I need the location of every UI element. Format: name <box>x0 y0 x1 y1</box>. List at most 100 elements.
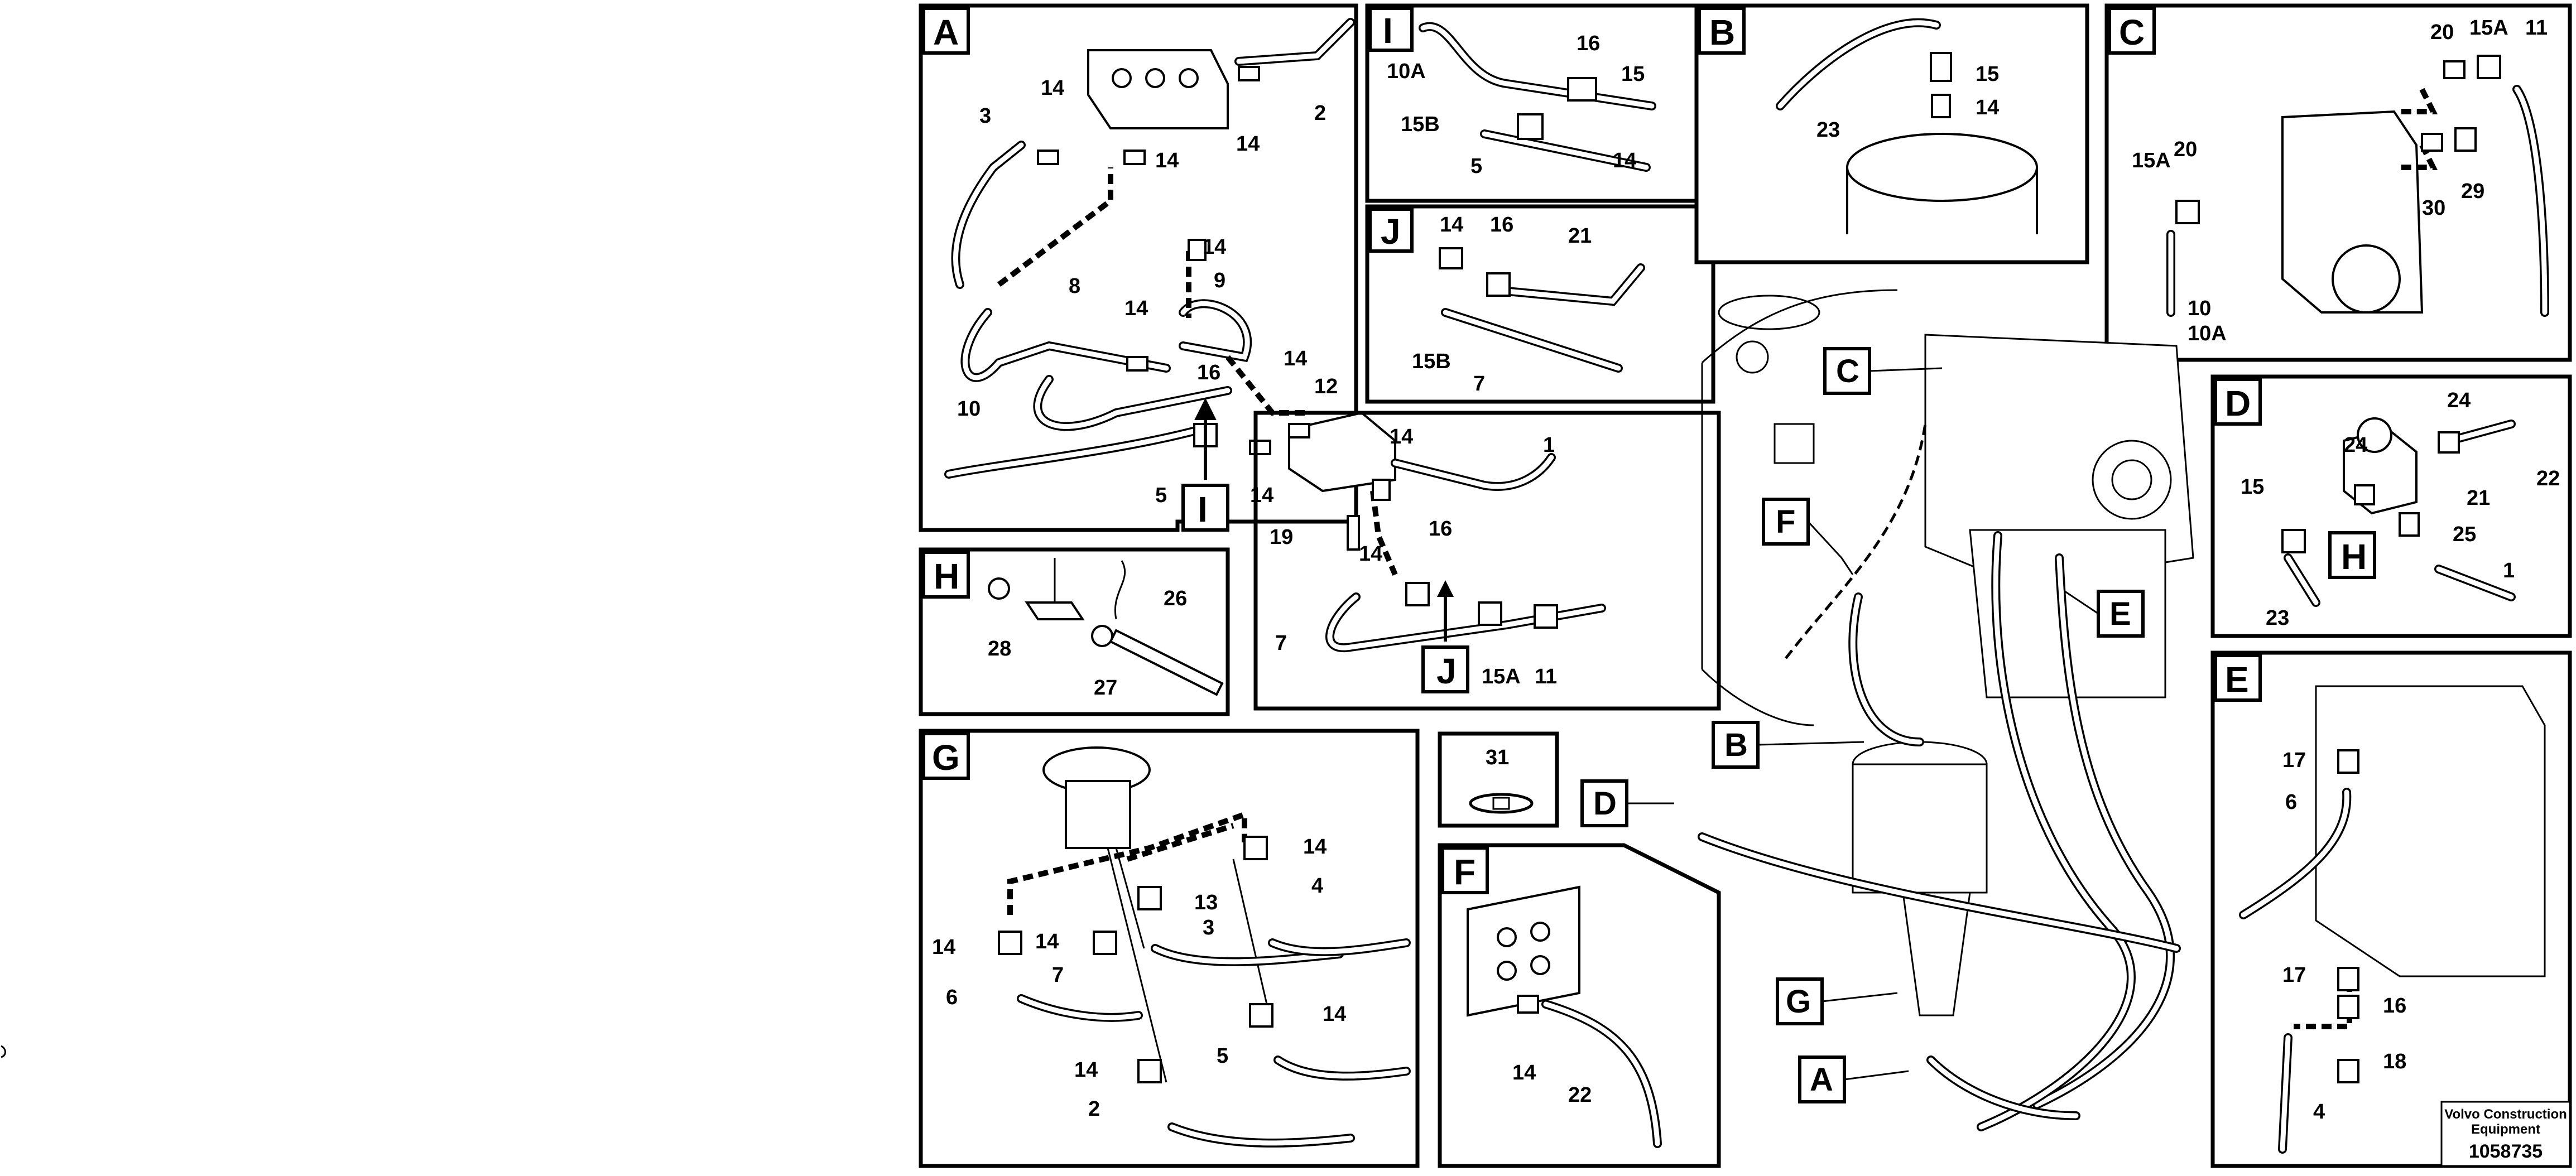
callout-e: E <box>2109 596 2131 632</box>
label-27: 27 <box>1094 676 1117 700</box>
label-21: 21 <box>1568 224 1592 248</box>
label-15a: 15A <box>1482 665 1521 688</box>
panel-d-tag-h: H <box>2341 537 2367 577</box>
label-19: 19 <box>1270 526 1293 549</box>
label-3: 3 <box>979 104 991 128</box>
title-block: Volvo Construction Equipment 1058735 <box>2440 1101 2571 1167</box>
label-13: 13 <box>1194 891 1218 914</box>
company-name-line1: Volvo Construction <box>2444 1107 2567 1122</box>
label-16: 16 <box>1197 361 1220 384</box>
label-16: 16 <box>2383 994 2406 1018</box>
label-25: 25 <box>2453 523 2476 546</box>
label-15: 15 <box>1976 62 1999 86</box>
label-10a: 10A <box>2188 322 2227 345</box>
label-15: 15 <box>1621 62 1645 86</box>
label-11: 11 <box>1535 665 1557 688</box>
label-15b: 15B <box>1412 350 1451 373</box>
callout-d: D <box>1593 785 1617 822</box>
drawing-number: 1058735 <box>2469 1141 2543 1162</box>
label-6: 6 <box>946 986 958 1009</box>
label-14: 14 <box>1512 1061 1536 1085</box>
label-9: 9 <box>1214 269 1225 292</box>
label-16: 16 <box>1577 32 1600 55</box>
panel-h-tag: H <box>934 556 959 596</box>
label-14: 14 <box>1303 835 1327 859</box>
label-23: 23 <box>1816 118 1840 142</box>
label-21: 21 <box>2467 486 2490 510</box>
label-14: 14 <box>1323 1003 1346 1026</box>
panel-f-tag: F <box>1454 852 1476 892</box>
label-18: 18 <box>2383 1050 2406 1073</box>
label-4: 4 <box>1311 874 1323 898</box>
label-22: 22 <box>2536 467 2560 490</box>
panel-a: A <box>919 3 1721 711</box>
label-14: 14 <box>1284 347 1307 370</box>
edge-mark <box>1 1045 6 1058</box>
label-14: 14 <box>1250 484 1273 507</box>
label-14: 14 <box>1390 425 1413 449</box>
label-22: 22 <box>1568 1083 1592 1107</box>
label-20: 20 <box>2430 21 2454 44</box>
label-14: 14 <box>1041 76 1064 100</box>
panel-b-tag: B <box>1709 12 1735 52</box>
callout-a: A <box>1810 1062 1833 1098</box>
part-31-box: 31 <box>1438 731 1559 828</box>
label-24: 24 <box>2447 389 2471 412</box>
panel-a-tag-j: J <box>1436 651 1457 691</box>
label-5: 5 <box>1155 484 1167 507</box>
label-15a: 15A <box>2469 16 2508 40</box>
label-23: 23 <box>2266 606 2289 630</box>
label-14: 14 <box>1359 542 1382 566</box>
label-6: 6 <box>2285 791 2297 814</box>
label-4: 4 <box>2313 1100 2325 1124</box>
label-7: 7 <box>1275 632 1287 655</box>
label-1: 1 <box>1543 433 1555 457</box>
label-14: 14 <box>1976 96 1999 119</box>
panel-g: G 14 13 4 3 14 14 7 14 6 14 5 2 <box>919 729 1420 1168</box>
label-14: 14 <box>1440 213 1463 237</box>
panel-a-tag: A <box>933 12 959 52</box>
label-31: 31 <box>1486 746 1509 769</box>
panel-d-tag: D <box>2225 383 2251 423</box>
label-3: 3 <box>1203 916 1214 939</box>
label-7: 7 <box>1473 372 1485 396</box>
panel-a-tag-i: I <box>1198 489 1208 529</box>
label-14: 14 <box>1124 297 1148 320</box>
label-30: 30 <box>2422 196 2445 220</box>
panel-c: C 20 15A 11 15A 20 30 29 10 10A <box>2104 3 2572 362</box>
label-10: 10 <box>957 397 981 421</box>
company-name-line2: Equipment <box>2471 1122 2540 1137</box>
label-16: 16 <box>1490 213 1513 237</box>
label-28: 28 <box>988 637 1011 661</box>
label-14: 14 <box>1035 930 1059 953</box>
label-17: 17 <box>2282 749 2306 772</box>
callout-g: G <box>1786 984 1811 1020</box>
label-14: 14 <box>1613 149 1636 172</box>
label-14: 14 <box>1203 235 1226 259</box>
label-15: 15 <box>2241 475 2264 499</box>
label-26: 26 <box>1164 587 1187 610</box>
callout-c: C <box>1836 353 1859 389</box>
label-5: 5 <box>1470 155 1482 178</box>
label-2: 2 <box>1088 1097 1100 1121</box>
panel-g-tag: G <box>932 738 960 778</box>
label-2: 2 <box>1314 102 1326 125</box>
panel-j: J 14 16 21 15B 7 <box>1365 204 1715 404</box>
panel-b: B 15 14 23 <box>1694 3 2089 264</box>
panel-c-tag: C <box>2119 12 2145 52</box>
panel-e-tag: E <box>2225 659 2249 700</box>
panel-j-tag: J <box>1381 211 1401 252</box>
label-24: 24 <box>2344 433 2367 457</box>
label-8: 8 <box>1069 274 1080 298</box>
callout-f: F <box>1776 504 1795 540</box>
label-20: 20 <box>2174 138 2197 161</box>
label-14: 14 <box>932 936 955 959</box>
panel-f: F 14 22 <box>1438 843 1721 1168</box>
label-29: 29 <box>2461 180 2484 203</box>
label-7: 7 <box>1052 963 1064 987</box>
label-14: 14 <box>1236 132 1260 156</box>
label-14: 14 <box>1155 149 1179 172</box>
label-16: 16 <box>1429 517 1452 541</box>
label-17: 17 <box>2282 963 2306 987</box>
